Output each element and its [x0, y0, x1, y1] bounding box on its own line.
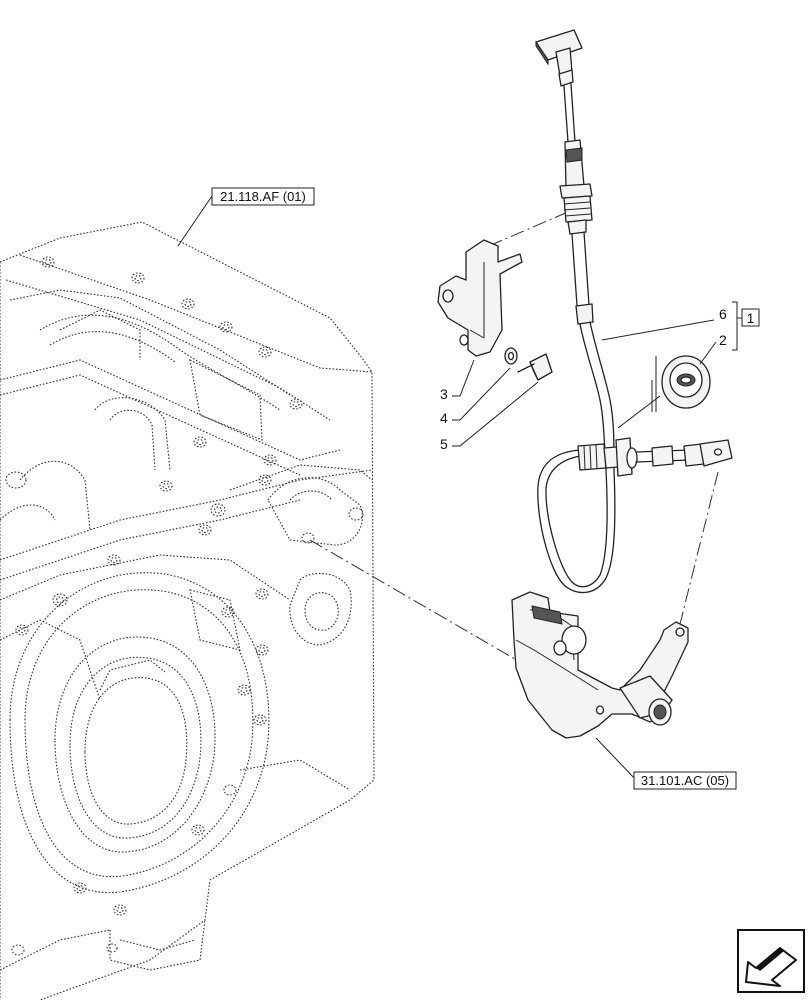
- control-cable: [535, 29, 733, 594]
- callout-grommet-number: 2: [719, 332, 727, 348]
- callout-cable: 6: [601, 306, 727, 341]
- linkage-arm: [511, 591, 689, 739]
- washer: [504, 347, 518, 365]
- bracket: [437, 239, 523, 357]
- kit-bracket: 1: [732, 301, 760, 351]
- housing-ref-box[interactable]: 21.118.AF (01): [211, 187, 315, 206]
- callout-grommet: 2: [699, 332, 727, 365]
- next-page-arrow-icon[interactable]: [737, 929, 805, 993]
- linkage-ref-text: 31.101.AC (05): [641, 773, 729, 788]
- bolt: [517, 353, 553, 381]
- callout-cable-number: 6: [719, 306, 727, 322]
- callout-bolt-number: 5: [440, 436, 448, 452]
- linkage-ref-box[interactable]: 31.101.AC (05): [633, 771, 737, 790]
- callout-bracket: 3: [440, 359, 475, 402]
- callout-bolt: 5: [440, 381, 539, 452]
- callout-washer: 4: [440, 367, 511, 426]
- grommet: [617, 355, 711, 429]
- transmission-housing: [0, 221, 375, 1000]
- centre-lines: [309, 211, 719, 663]
- kit-number: 1: [747, 310, 755, 326]
- callout-washer-number: 4: [440, 410, 448, 426]
- callout-bracket-number: 3: [440, 386, 448, 402]
- linkage-ref-leader: [595, 737, 637, 781]
- housing-ref-leader: [177, 195, 213, 247]
- housing-ref-text: 21.118.AF (01): [220, 189, 306, 204]
